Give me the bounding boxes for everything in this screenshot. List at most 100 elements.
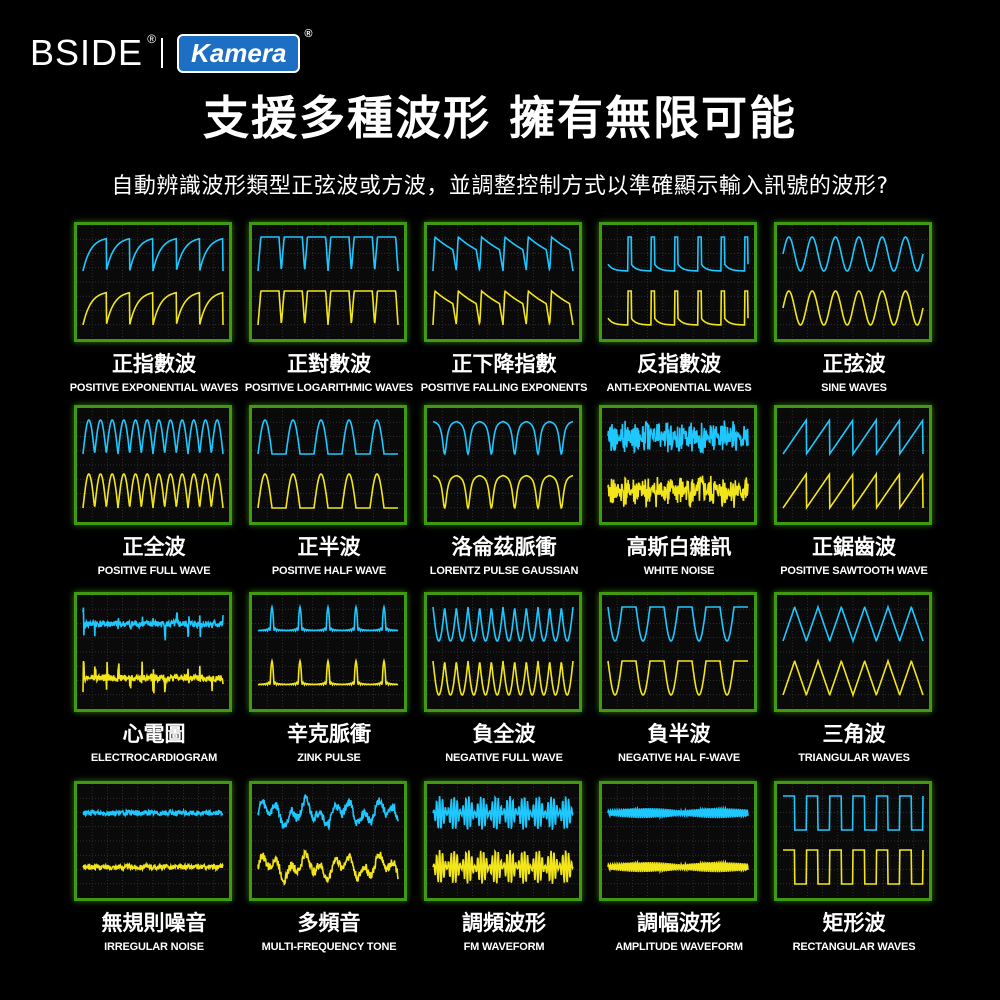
wave-name-zh: 負全波 (472, 722, 536, 746)
channel-1-trace (783, 795, 924, 831)
wave-name-zh: 正全波 (122, 535, 186, 559)
wave-name-en: IRREGULAR NOISE (104, 941, 204, 953)
wave-name-zh: 心電圖 (122, 722, 186, 746)
waveform-plot (252, 225, 404, 339)
wave-name-en: NEGATIVE FULL WAVE (445, 752, 563, 764)
waveform-plot (77, 225, 229, 339)
waveform-plot (602, 784, 754, 898)
wave-name-en: TRIANGULAR WAVES (798, 752, 910, 764)
waveform-plot (777, 408, 929, 522)
channel-2-trace (607, 660, 748, 696)
oscilloscope-screen (249, 405, 407, 525)
wave-name-en: ANTI-EXPONENTIAL WAVES (606, 382, 752, 394)
subline: 自動辨識波形類型正弦波或方波，並調整控制方式以準確顯示輸入訊號的波形? (111, 174, 889, 199)
wave-name-en: AMPLITUDE WAVEFORM (615, 941, 743, 953)
channel-1-trace (82, 419, 224, 455)
waveform-plot (77, 595, 229, 709)
channel-1-trace (607, 805, 749, 821)
wave-name-zh: 多頻音 (297, 911, 361, 935)
waveform-plot (602, 595, 754, 709)
channel-1-trace (432, 420, 574, 456)
wave-name-en: SINE WAVES (821, 382, 887, 394)
wave-name-zh: 正對數波 (287, 352, 371, 376)
oscilloscope-screen (249, 222, 407, 342)
channel-2-trace (82, 291, 224, 326)
channel-2-trace (432, 474, 574, 510)
waveform-plot (77, 784, 229, 898)
wave-name-en: NEGATIVE HAL F-WAVE (617, 752, 741, 764)
channel-1-trace (782, 417, 924, 457)
channel-1-trace (82, 237, 224, 272)
oscilloscope-screen (74, 405, 232, 525)
brand-row: BSIDE® Kamera® (30, 28, 312, 78)
wave-name-zh: 負半波 (647, 722, 711, 746)
oscilloscope-screen (74, 781, 232, 901)
wave-name-zh: 洛侖茲脈衝 (451, 535, 557, 559)
oscilloscope-screen (599, 592, 757, 712)
bside-logo: BSIDE® (30, 32, 158, 73)
channel-1-trace (257, 603, 399, 633)
wave-name-en: WHITE NOISE (643, 565, 715, 577)
channel-2-trace (82, 660, 224, 694)
channel-2-trace (432, 289, 574, 326)
channel-2-trace (607, 290, 749, 326)
channel-2-trace (82, 473, 224, 509)
wave-name-zh: 調頻波形 (462, 911, 546, 935)
waveform-plot (602, 408, 754, 522)
channel-2-trace (432, 660, 574, 696)
channel-2-trace (82, 861, 224, 873)
channel-1-trace (607, 606, 748, 642)
wave-name-en: POSITIVE LOGARITHMIC WAVES (244, 382, 414, 394)
channel-1-trace (782, 604, 924, 644)
oscilloscope-screen (424, 592, 582, 712)
channel-2-trace (783, 849, 924, 885)
waveform-plot (777, 784, 929, 898)
channel-2-trace (257, 473, 398, 509)
oscilloscope-screen (74, 592, 232, 712)
wave-name-zh: 辛克脈衝 (287, 722, 371, 746)
oscilloscope-screen (774, 222, 932, 342)
wave-name-zh: 調幅波形 (637, 911, 721, 935)
channel-2-trace (432, 848, 574, 884)
channel-1-trace (257, 793, 399, 832)
wave-name-en: RECTANGULAR WAVES (792, 941, 916, 953)
headline: 支援多種波形 擁有無限可能 (202, 91, 797, 145)
wave-name-zh: 反指數波 (637, 352, 721, 376)
channel-2-trace (782, 290, 924, 326)
wave-name-zh: 正鋸齒波 (812, 535, 896, 559)
wave-name-zh: 矩形波 (822, 911, 886, 935)
waveform-plot (427, 595, 579, 709)
channel-1-trace (432, 606, 574, 642)
waveform-plot (77, 408, 229, 522)
channel-1-trace (782, 236, 924, 272)
wave-name-zh: 正半波 (297, 535, 361, 559)
oscilloscope-screen (599, 781, 757, 901)
oscilloscope-screen (599, 405, 757, 525)
oscilloscope-screen (424, 781, 582, 901)
wave-name-en: FM WAVEFORM (463, 941, 545, 953)
waveform-plot (427, 225, 579, 339)
channel-1-trace (432, 235, 574, 272)
waveform-plot (602, 225, 754, 339)
oscilloscope-screen (249, 592, 407, 712)
channel-2-trace (257, 848, 399, 886)
channel-2-trace (607, 859, 749, 875)
wave-name-en: POSITIVE FALLING EXPONENTS (420, 382, 588, 394)
wave-name-en: POSITIVE SAWTOOTH WAVE (780, 565, 928, 577)
brand-divider (161, 38, 164, 68)
oscilloscope-screen (774, 781, 932, 901)
wave-name-zh: 無規則噪音 (101, 911, 207, 935)
wave-name-en: LORENTZ PULSE GAUSSIAN (429, 565, 579, 577)
channel-2-trace (782, 658, 924, 698)
oscilloscope-screen (424, 222, 582, 342)
wave-name-en: MULTI-FREQUENCY TONE (261, 941, 397, 953)
wave-name-en: ZINK PULSE (297, 752, 361, 764)
kamera-logo: Kamera® (177, 28, 312, 73)
channel-1-trace (82, 807, 224, 818)
waveform-plot (252, 408, 404, 522)
waveform-plot (252, 595, 404, 709)
wave-name-en: POSITIVE FULL WAVE (97, 565, 211, 577)
wave-name-en: POSITIVE HALF WAVE (271, 565, 387, 577)
oscilloscope-screen (599, 222, 757, 342)
